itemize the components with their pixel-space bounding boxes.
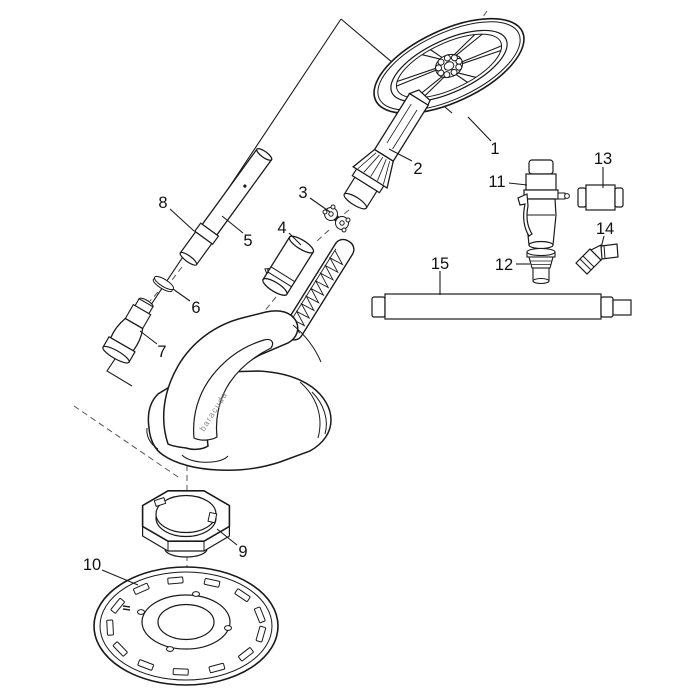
leader-line-11	[508, 182, 528, 186]
part-label-3: 3	[298, 184, 307, 202]
part-14-elbow	[575, 243, 619, 275]
wheel-hub	[434, 53, 464, 79]
part-11-regulator-valve	[517, 159, 570, 250]
part-4-cylinder	[262, 235, 315, 296]
part-12-fitting	[526, 247, 556, 285]
part-label-6: 6	[191, 299, 200, 317]
leader-line-5	[221, 215, 244, 234]
part-label-9: 9	[238, 543, 247, 561]
part-1-wheel	[373, 17, 525, 115]
base-plate-slots	[106, 576, 267, 676]
part-15-long-hose	[371, 293, 632, 320]
leader-line-8	[169, 208, 195, 232]
part-7-adapter	[102, 297, 154, 364]
part-label-10: 10	[83, 556, 101, 574]
leader-line-7	[139, 330, 158, 345]
leader-line-10	[101, 569, 139, 586]
part-label-4: 4	[277, 219, 286, 237]
part-3-bearing-clip	[322, 204, 351, 233]
leader-line-14	[600, 235, 605, 249]
part-label-8: 8	[158, 194, 167, 212]
leader-line-4	[288, 232, 302, 246]
part-label-2: 2	[413, 160, 422, 178]
part-label-1: 1	[490, 140, 499, 158]
leader-line-2	[388, 148, 413, 162]
part-label-12: 12	[495, 256, 513, 274]
leader-line-3	[309, 197, 331, 213]
leader-line-9	[216, 528, 238, 546]
part-6-washer	[152, 275, 175, 293]
part-body-housing: baracuda	[146, 238, 355, 471]
part-label-15: 15	[431, 255, 449, 273]
part-label-5: 5	[243, 232, 252, 250]
part-5-outer-tube	[179, 147, 273, 266]
part-9-lock-ring	[141, 489, 231, 558]
part-label-11: 11	[488, 173, 505, 191]
part-label-14: 14	[596, 220, 614, 238]
leader-line-1	[467, 116, 492, 142]
part-10-base-plate	[93, 566, 279, 686]
part-label-7: 7	[157, 343, 166, 361]
leader-line-6	[172, 288, 191, 302]
wheel-spokes	[396, 33, 502, 99]
part-13-hose-segment	[577, 184, 624, 211]
part-2-shaft	[343, 89, 431, 210]
part-label-13: 13	[594, 150, 612, 168]
